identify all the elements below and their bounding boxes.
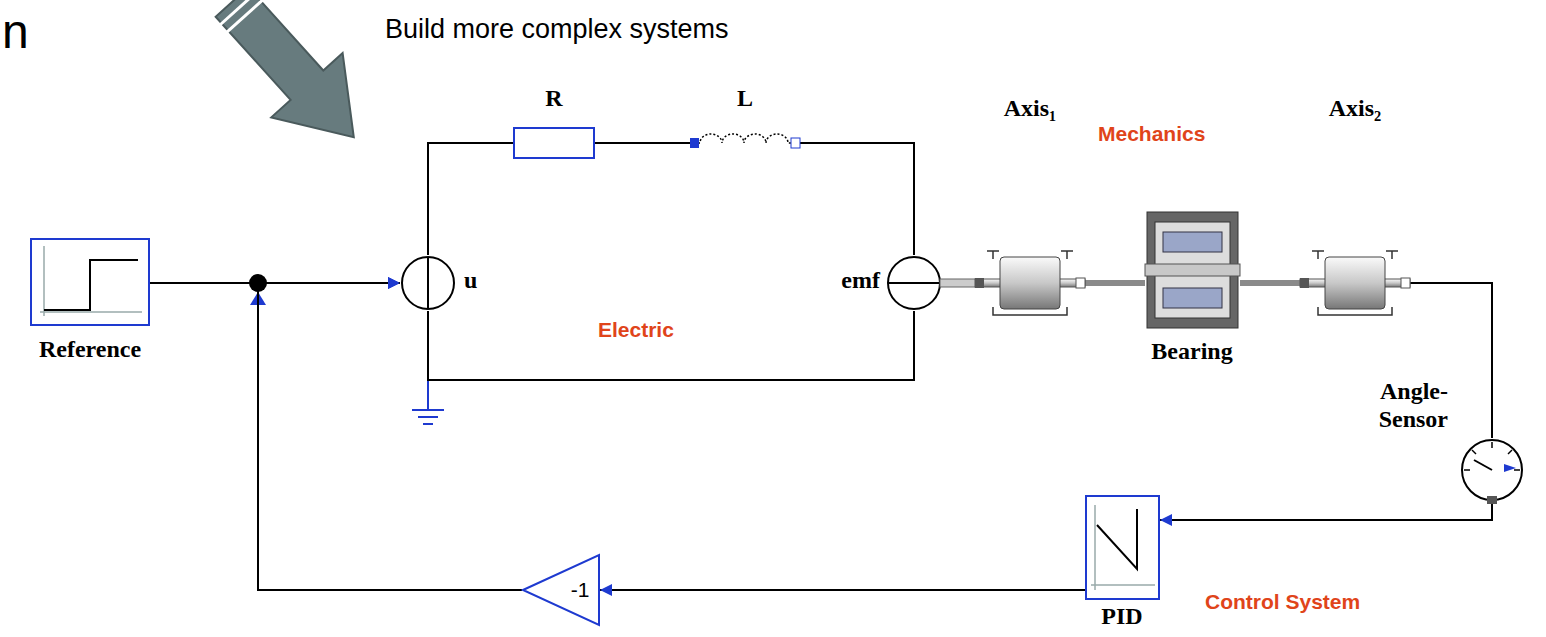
bearing-icon [1145,210,1240,330]
wire-connector [595,142,690,144]
emf-converter: emf [886,255,942,311]
angle-sensor: Angle- Sensor [1460,438,1524,502]
inertia-axis: Axis₁ [975,245,1085,321]
component-label: Angle- Sensor [1364,378,1448,433]
step-source-icon [30,238,150,326]
cut-title: n [2,4,29,59]
emf-symbol [886,255,942,311]
component-label: -1 [571,578,590,602]
pid-controller: PID [1085,495,1160,600]
component-label: Reference [39,336,141,364]
pointer-arrow [196,0,389,169]
inertia-axis: Axis₂ [1300,245,1410,321]
shaft-connection [1240,280,1300,286]
wire-connector [428,311,914,380]
shaft-connection [1085,280,1145,286]
domain-label: Mechanics [1098,122,1205,146]
inertia-axis-icon [975,245,1085,321]
component-label: emf [841,267,880,295]
component-label: Axis₂ [1329,95,1382,123]
ground-symbol [412,380,444,424]
angle-sensor-icon [1460,438,1524,502]
wire-connector [800,143,914,255]
component-label: PID [1101,603,1142,631]
heading-note: Build more complex systems [385,14,729,45]
component-label: Bearing [1151,338,1232,366]
component-label: Axis₁ [1004,95,1057,123]
domain-label: Control System [1205,590,1360,614]
component-label: L [737,85,753,113]
voltage-source: u [400,255,456,311]
resistor-symbol [513,127,595,159]
domain-label: Electric [598,318,674,342]
inductor-symbol [690,127,800,159]
wire-connector [1160,502,1492,520]
resistor: R [513,127,595,159]
wire-connector [428,143,513,255]
component-label: u [464,267,477,295]
inductor: L [690,127,800,159]
voltage-source-symbol [400,255,456,311]
wire-connector [600,589,1085,591]
inertia-axis-icon [1300,245,1410,321]
wire-connector [258,283,522,590]
gain-block: -1 [522,554,600,626]
bearing: Bearing [1145,210,1240,330]
component-label: R [545,85,562,113]
pid-icon [1085,495,1160,600]
reference-block: Reference [30,238,150,326]
